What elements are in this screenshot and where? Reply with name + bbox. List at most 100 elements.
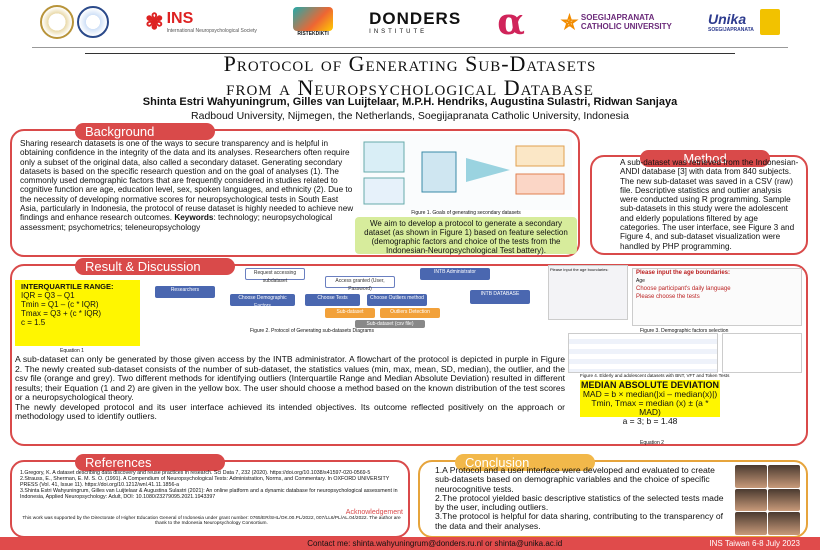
mad-line: MAD = b × median(|xi – median(x)|): [582, 389, 718, 399]
acknowledgement-text: This work was supported by the Directora…: [22, 515, 401, 527]
conclusion-header: Conclusion: [455, 454, 595, 471]
flow-researchers: Researchers: [155, 286, 215, 298]
ui-language-label: Choose participant's daily language: [636, 286, 731, 292]
iqr-title: INTERQUARTILE RANGE:: [21, 282, 114, 291]
footer-bar: Contact me: shinta.wahyuningrum@donders.…: [0, 537, 820, 550]
author-photo: [735, 488, 767, 512]
unika-text: Unika: [707, 11, 747, 27]
soeg-text-2: CATHOLIC UNIVERSITY: [580, 22, 672, 31]
flow-intb-admin: INTB Administrator: [420, 268, 490, 280]
fig1-new-analysis-box: [515, 145, 565, 167]
radboud-alpha-logo: α: [497, 1, 525, 43]
flow-csv-file: Sub-dataset (csv file): [355, 320, 425, 328]
ins-logo-subtext: International Neuropsychological Society: [166, 28, 257, 34]
figure-1-caption: Figure 1. Goals of generating secondary …: [411, 210, 521, 216]
poster-title: Protocol of Generating Sub-Datasets from…: [0, 52, 820, 100]
equation-1-label: Equation 1: [60, 348, 84, 354]
acknowledgement-header: Acknowledgement: [345, 509, 403, 516]
figure-1-diagram: [360, 134, 572, 210]
flow-choose-tests: Choose Tests: [305, 294, 360, 306]
flow-intb-database: INTB DATABASE: [470, 290, 530, 304]
conference-label: INS Taiwan 6-8 July 2023: [709, 539, 800, 548]
affiliation: Radboud University, Nijmegen, the Nether…: [191, 110, 629, 122]
iqr-line: c = 1.5: [21, 318, 46, 327]
flow-request-access: Request accessing subdataset: [245, 268, 305, 284]
authors: Shinta Estri Wahyuningrum, Gilles van Lu…: [142, 96, 678, 108]
author-photo: [735, 512, 767, 535]
ristek-text: RISTEKDIKTI: [297, 31, 329, 37]
author-photo: [768, 512, 800, 535]
references-header: References: [75, 454, 225, 471]
flow-sub-dataset: Sub-dataset: [325, 308, 375, 318]
donders-subtext: INSTITUTE: [369, 29, 428, 35]
background-text: Sharing research datasets is one of the …: [20, 139, 355, 232]
ins-logo-text: INS: [166, 10, 194, 27]
figure-2-flowchart: Researchers Request accessing subdataset…: [155, 268, 535, 328]
title-line-2: from a Neuropsychological Database: [226, 75, 594, 100]
figure-1-svg: [363, 141, 565, 205]
conclusion-item: 1.A Protocol and a user interface were d…: [435, 465, 715, 494]
method-section: [590, 155, 808, 255]
reference-item: 2.Strauss, E., Sherman, E. M. S. O. (199…: [20, 476, 390, 488]
iqr-line: IQR = Q3 – Q1: [21, 291, 75, 300]
mad-line: Tmin, Tmax = median (x) ± (a * MAD): [591, 398, 709, 417]
header-divider: [32, 47, 788, 48]
mad-line: a = 3; b = 1.48: [622, 416, 678, 426]
results-header: Result & Discussion: [75, 258, 235, 275]
conclusion-item: 2.The protocol yielded basic descriptive…: [435, 492, 724, 513]
iqr-line: Tmin = Q1 – (c * IQR): [21, 300, 99, 309]
fig1-dataset-icon: [363, 141, 405, 173]
title-line-1: Protocol of Generating Sub-Datasets: [223, 51, 597, 76]
reference-item: 1.Gregory, K. A dataset describing data …: [20, 470, 371, 476]
ristekdikti-logo: RISTEKDIKTI: [293, 7, 334, 37]
reference-item: 3.Shinta Estri Wahyuningrum, Gilles van …: [20, 488, 398, 500]
title-rule-top: [85, 53, 735, 54]
aim-box: We aim to develop a protocol to generate…: [355, 217, 577, 255]
author-photo: [768, 465, 800, 488]
ui-title: Please input the age boundaries:: [636, 270, 731, 276]
author-photos: [735, 465, 800, 535]
background-header: Background: [75, 123, 215, 140]
references-list: 1.Gregory, K. A dataset describing data …: [20, 470, 403, 500]
method-header: Method: [640, 150, 770, 167]
ui-title-small: Please input the age boundaries:: [550, 267, 609, 272]
conclusion-item: 3.The protocol is helpful for data shari…: [435, 511, 724, 531]
figure-4-table-screenshot: [568, 333, 718, 373]
figure-4-caption: Figure 4. Elderly and adolescent dataset…: [580, 373, 730, 378]
keywords-label: Keywords: [174, 213, 214, 223]
author-photo: [768, 488, 800, 512]
equation-2-label: Equation 2: [640, 440, 664, 446]
figure-3a-ui-screenshot: Please input the age boundaries:: [548, 265, 628, 320]
mad-box: MEDIAN ABSOLUTE DEVIATION MAD = b × medi…: [580, 380, 720, 426]
results-text: A sub-dataset can only be generated by t…: [15, 354, 565, 421]
figure-3b-ui-screenshot: Please input the age boundaries: Age Cho…: [632, 268, 802, 326]
flow-outliers-method: Choose Outliers method: [367, 294, 427, 306]
method-text: A sub-dataset was retrieved from the Ind…: [620, 158, 799, 251]
author-photo: [735, 465, 767, 488]
figure-4-histograms-screenshot: [722, 333, 802, 373]
mad-title: MEDIAN ABSOLUTE DEVIATION: [581, 380, 720, 390]
fig1-data-icon: [363, 177, 405, 205]
conclusion-list: 1.A Protocol and a user interface were d…: [425, 465, 725, 531]
ui-tests-label: Please choose the tests: [636, 294, 700, 300]
acknowledgement: Acknowledgement This work was supported …: [20, 509, 403, 527]
flow-access-granted: Access granted (User, Password): [325, 276, 395, 292]
fig1-new-findings-box: [515, 173, 565, 195]
keywords-text: : technology; neuropsychological assessm…: [20, 213, 333, 232]
contact-info: Contact me: shinta.wahyuningrum@donders.…: [307, 539, 563, 548]
iqr-box: INTERQUARTILE RANGE: IQR = Q3 – Q1 Tmin …: [15, 280, 140, 346]
soeg-text-1: SOEGIJAPRANATA: [580, 13, 655, 22]
figure-3-caption: Figure 3. Demographic factors selection: [640, 328, 729, 334]
flow-outliers-detection: Outliers Detection: [380, 308, 440, 318]
ui-age-label: Age: [636, 278, 645, 284]
fig1-filter-icon: [421, 151, 457, 193]
fig1-arrow-icon: [466, 158, 510, 182]
figure-2-caption: Figure 2. Protocol of Generating sub-dat…: [250, 328, 374, 334]
soegijapranata-seal-logo: [40, 5, 109, 39]
